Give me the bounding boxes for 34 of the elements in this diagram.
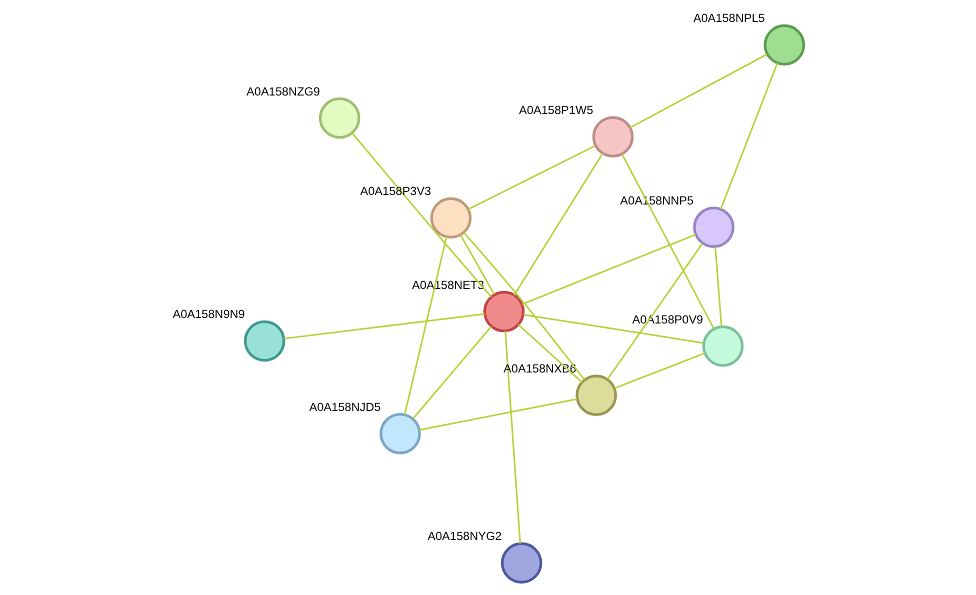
connector (522, 234, 696, 305)
node-circle (576, 374, 617, 416)
node-label: A0A158N9N9 (172, 307, 245, 322)
node-label: A0A158NPL5 (693, 11, 765, 26)
node-label: A0A158P1W5 (519, 103, 594, 118)
connector (351, 132, 492, 298)
node-circle (244, 320, 286, 362)
connector (468, 144, 596, 210)
node-circle (764, 24, 806, 66)
node-label: A0A158NYG2 (428, 529, 502, 544)
connector (606, 243, 704, 380)
connector (284, 313, 485, 340)
node-label: A0A158NZG9 (246, 84, 320, 98)
connector (514, 152, 604, 296)
connector (504, 330, 522, 544)
node-circle (500, 542, 542, 584)
node-circle (693, 206, 734, 248)
node-circle (318, 97, 360, 139)
connector (630, 54, 768, 128)
connector (460, 234, 495, 295)
connector (714, 246, 722, 327)
connector (614, 352, 706, 390)
node-circle (380, 412, 421, 454)
connector (419, 398, 578, 431)
node-circle (702, 325, 744, 367)
node-circle (430, 197, 472, 239)
connector (404, 236, 448, 415)
connector (621, 154, 715, 330)
connector (412, 326, 492, 420)
connector (463, 232, 586, 380)
node-label: A0A158NJD5 (309, 400, 381, 414)
node-circle (483, 290, 525, 332)
node-circle (592, 116, 634, 158)
connector (720, 62, 778, 210)
